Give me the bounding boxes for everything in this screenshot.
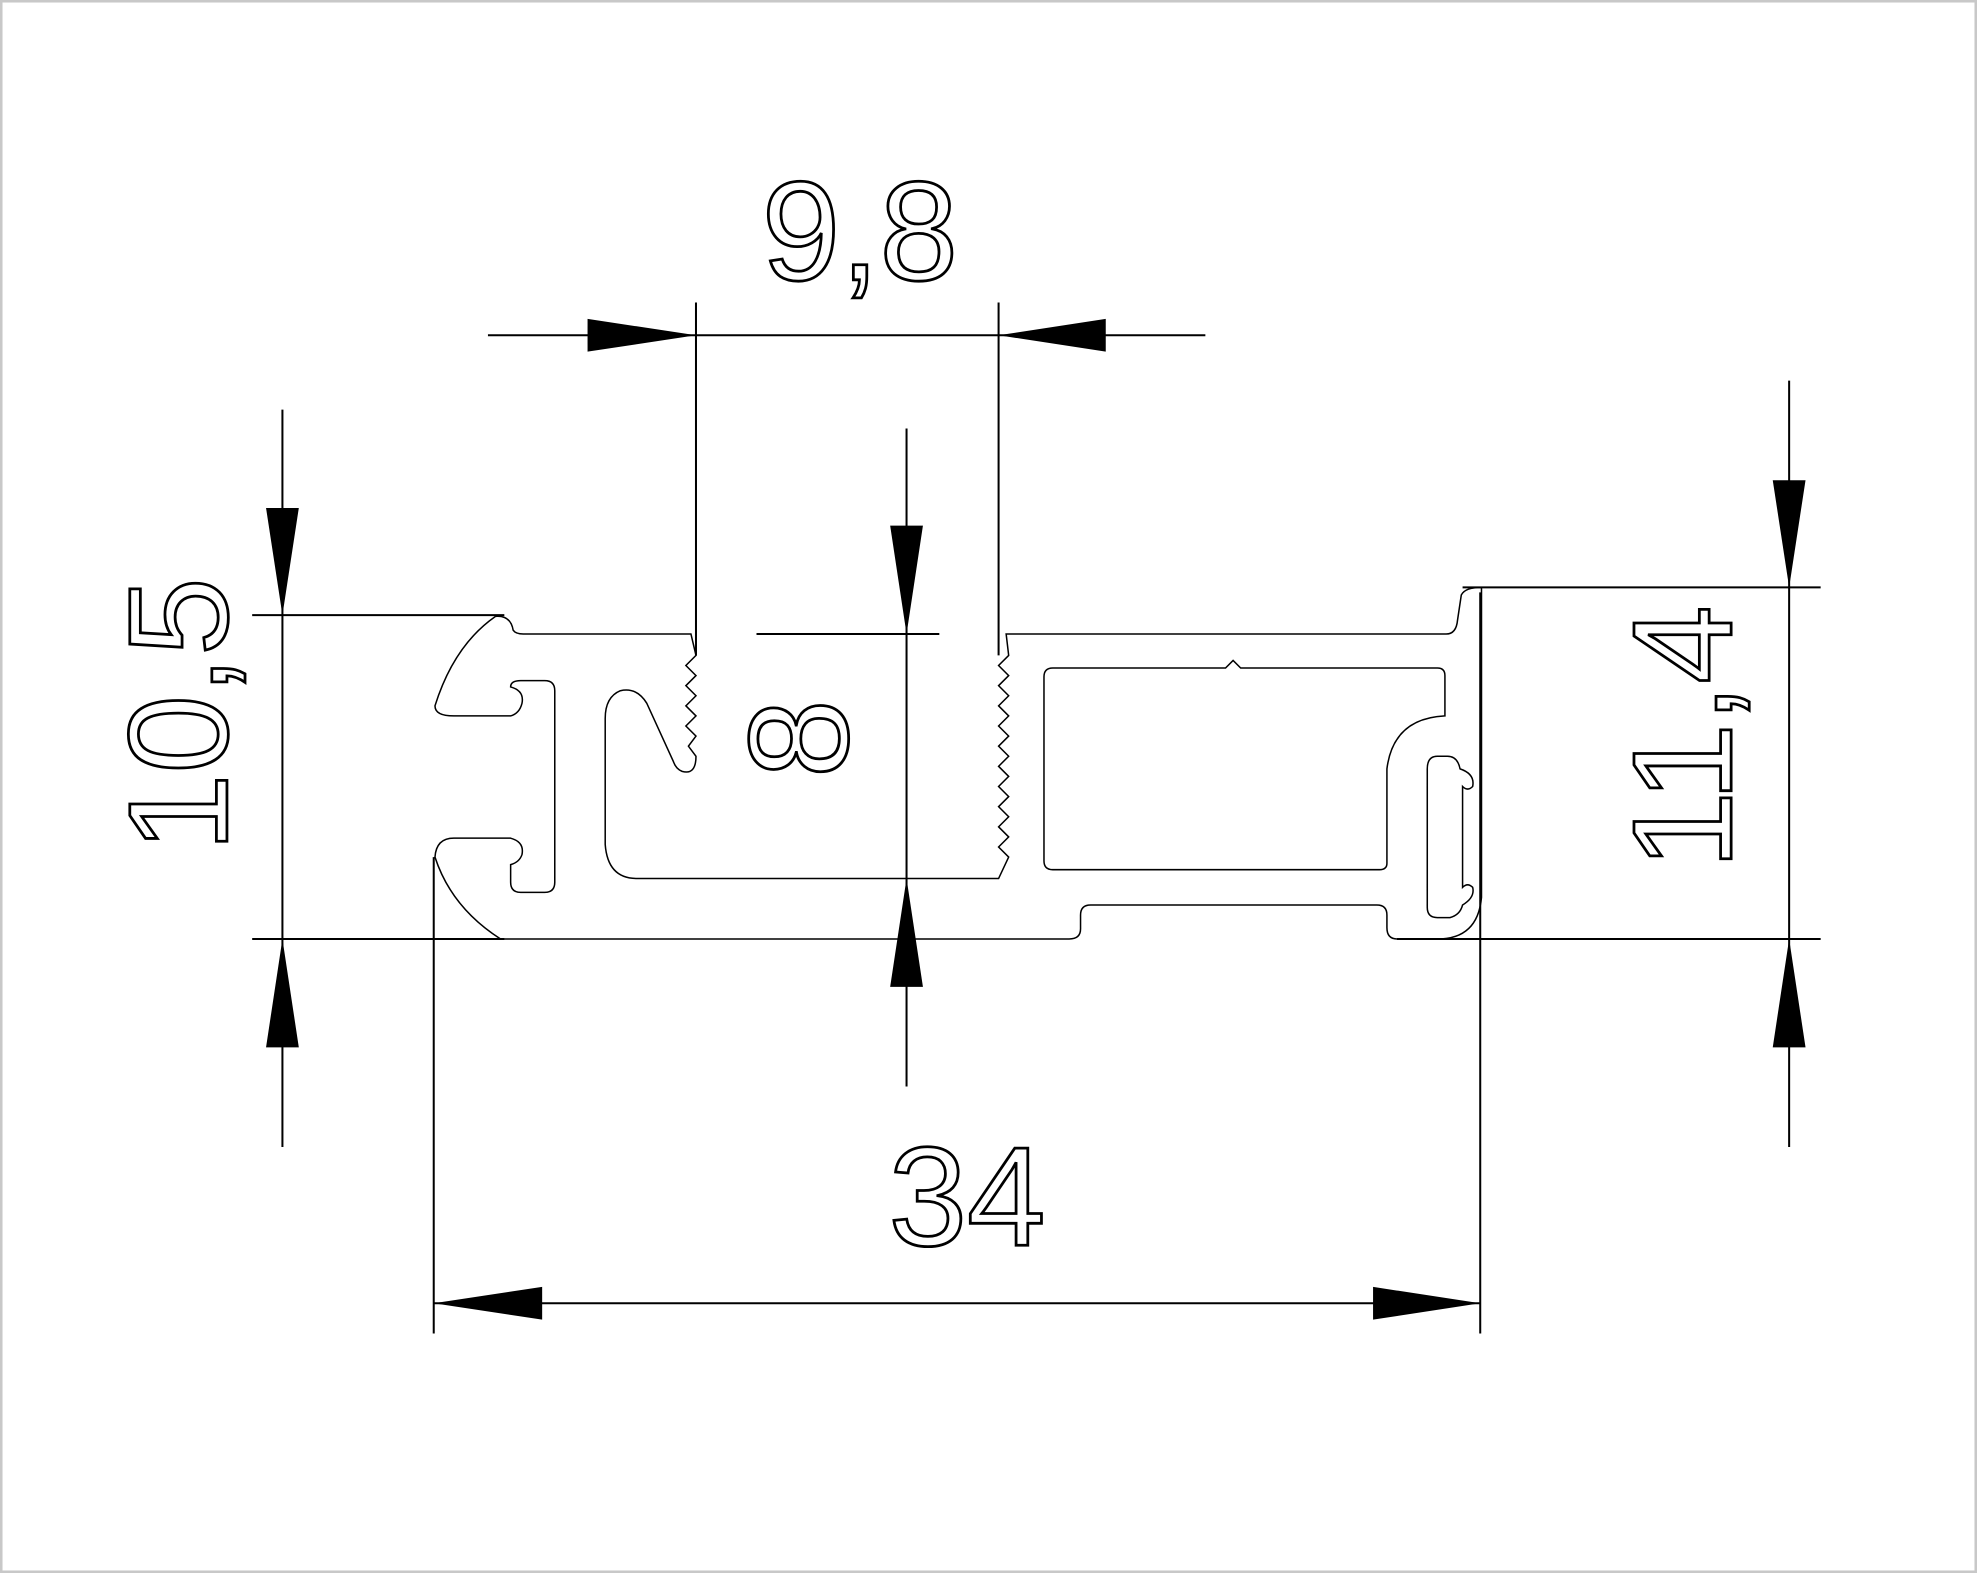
- dimension-label-left-height: 10,5: [99, 577, 257, 852]
- dimension-top-width: 9,8: [487, 150, 1206, 656]
- dimension-right-height: 11,4: [1397, 380, 1821, 1147]
- dimension-left-height: 10,5: [98, 409, 505, 1147]
- dimension-label-center-height: 8: [719, 699, 877, 778]
- dimension-label-right-height: 11,4: [1603, 605, 1761, 869]
- dimension-overall-width: 34: [432, 592, 1482, 1334]
- profile-outline: [434, 586, 1483, 940]
- dimension-label-top-width: 9,8: [762, 152, 958, 310]
- dimension-center-height: 8: [718, 428, 940, 1087]
- dimension-label-overall-width: 34: [889, 1117, 1046, 1275]
